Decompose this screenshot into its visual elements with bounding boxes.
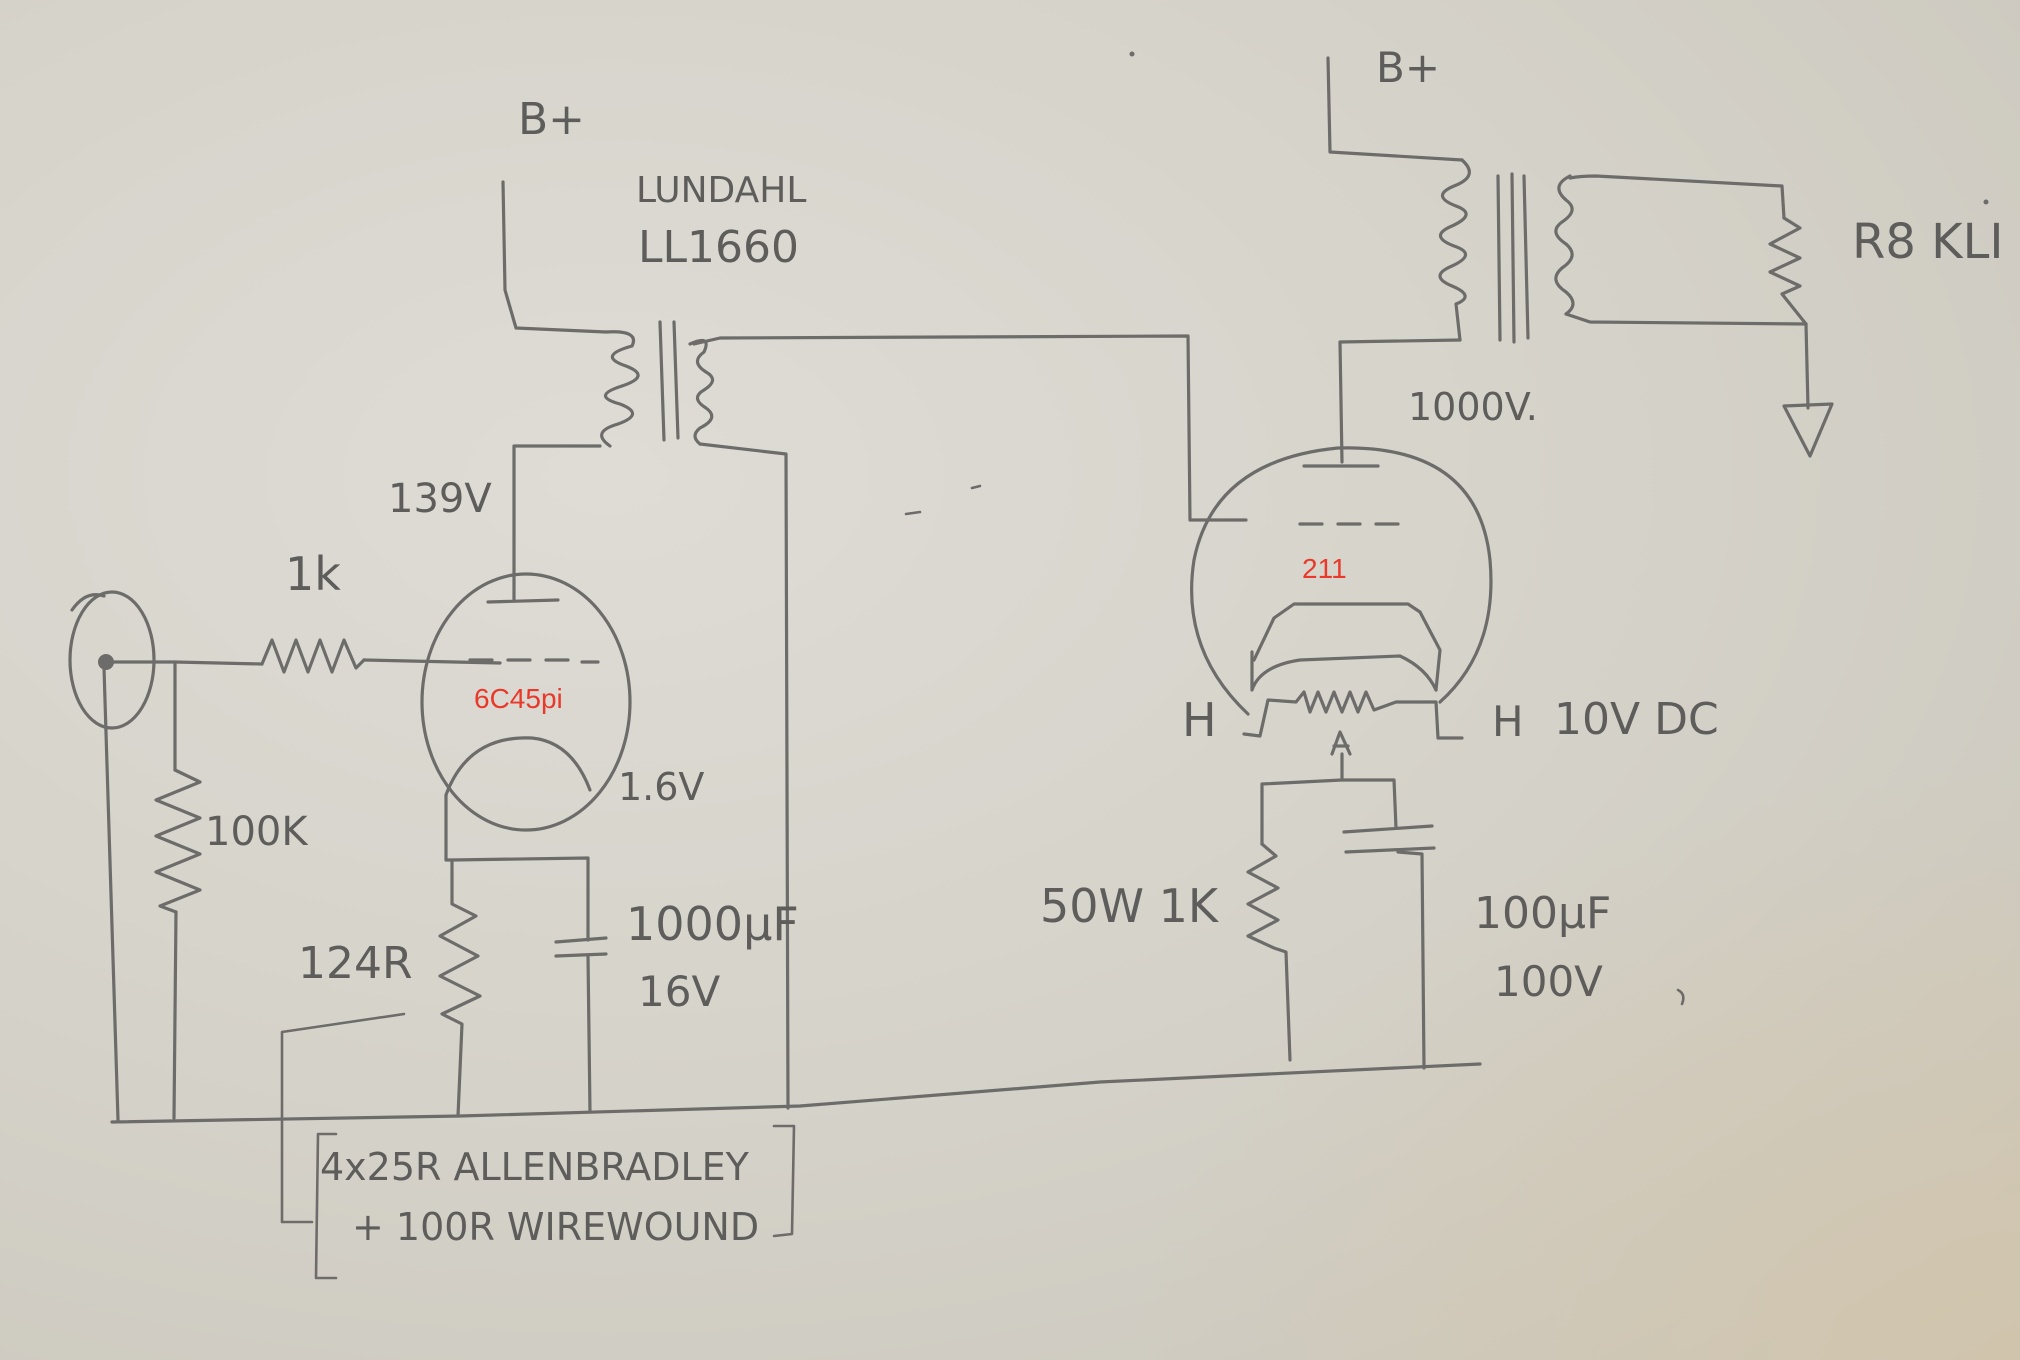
filament-cap-value-label: 100µF — [1474, 888, 1611, 939]
input-wire — [110, 660, 264, 666]
driver-tube-envelope — [420, 572, 632, 832]
speaker-load-label: R8 KLI — [1852, 214, 2004, 270]
heater-supply-label: 10V DC — [1554, 694, 1719, 745]
transformer-brand-label: LUNDAHL — [636, 170, 806, 211]
grid-resistor-label: 100K — [205, 809, 309, 855]
filament-center-tap — [1330, 730, 1352, 782]
ground-bus — [110, 1062, 1482, 1124]
filament-cap-voltage-label: 100V — [1494, 957, 1603, 1006]
interstage-transformer-icon — [600, 320, 715, 448]
bplus-left-lead — [501, 180, 608, 334]
heater-left-label: H — [1182, 693, 1217, 747]
cathode-capacitor-icon — [554, 936, 608, 1114]
cathode-cap-value-label: 1000µF — [626, 897, 799, 951]
output-tube-filament-inner — [1250, 650, 1438, 692]
resistor-note-line1: 4x25R ALLENBRADLEY — [320, 1145, 750, 1189]
output-secondary-bottom — [1564, 312, 1808, 326]
bplus-right-label: B+ — [1376, 43, 1440, 92]
filament-capacitor-icon — [1342, 824, 1436, 1070]
filament-resistor-label: 50W 1K — [1040, 879, 1220, 933]
input-jack-icon — [68, 590, 156, 730]
output-plate-voltage: 1000V. — [1408, 385, 1538, 429]
driver-tube-plate — [486, 598, 560, 604]
interstage-secondary-bottom — [698, 442, 790, 1110]
filament-resistor-symbol — [1246, 842, 1292, 1062]
ground-symbol-icon — [1782, 322, 1834, 458]
output-transformer-icon — [1438, 158, 1575, 344]
speaker-load-symbol — [1768, 216, 1808, 326]
output-tube-filament — [1242, 690, 1464, 740]
cathode-resistor-label: 124R — [298, 938, 413, 989]
cathode-cap-voltage-label: 16V — [638, 967, 720, 1016]
driver-tube-label: 6C45pi — [474, 683, 563, 714]
output-tube-label: 211 — [1302, 553, 1347, 584]
driver-plate-lead — [512, 444, 602, 602]
filament-bias-split — [1260, 778, 1398, 846]
input-resistor-symbol — [260, 638, 366, 674]
cathode-voltage-label: 1.6V — [618, 765, 704, 809]
input-resistor-label: 1k — [285, 547, 341, 601]
heater-right-label: H — [1492, 697, 1524, 746]
cathode-resistor-symbol — [438, 858, 482, 1118]
output-plate-lead — [1338, 338, 1462, 464]
driver-plate-voltage: 139V — [388, 476, 492, 522]
bplus-left-label: B+ — [518, 94, 585, 145]
driver-tube-cathode — [444, 736, 592, 797]
transformer-model-label: LL1660 — [638, 222, 799, 273]
grid-resistor-lead-bottom — [172, 910, 178, 1120]
output-tube-filament-shield — [1252, 602, 1442, 692]
interstage-secondary-top — [692, 334, 1248, 522]
resistor-note-bracket — [280, 1012, 796, 1280]
jack-ground-lead — [102, 666, 120, 1122]
bplus-right-lead — [1326, 56, 1464, 162]
grid-resistor-symbol — [154, 768, 202, 914]
grid-wire — [362, 658, 502, 665]
output-secondary-top — [1568, 174, 1786, 220]
resistor-note-line2: + 100R WIREWOUND — [352, 1205, 759, 1249]
stray-marks — [904, 51, 1989, 1006]
cathode-lead — [444, 793, 590, 942]
output-tube-envelope — [1190, 446, 1493, 716]
driver-tube-grid — [468, 658, 600, 664]
